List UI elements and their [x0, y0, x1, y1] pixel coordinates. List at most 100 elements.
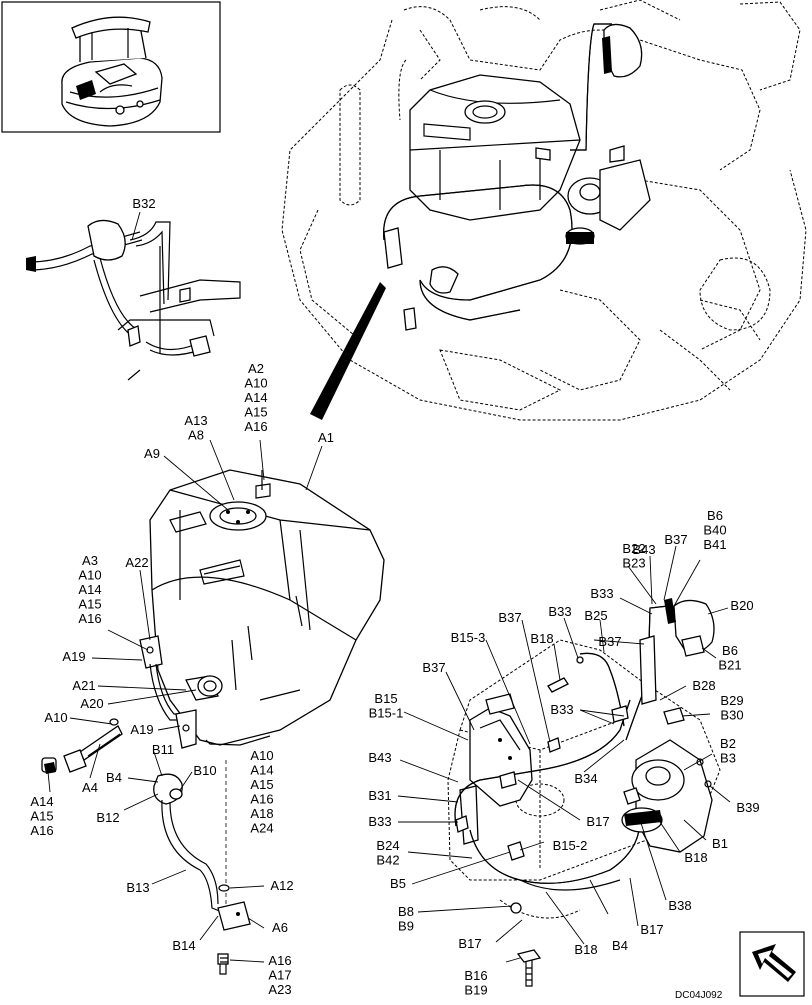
callout-b33b: B33 [548, 604, 571, 619]
callout-line: B37 [498, 610, 521, 625]
callout-line: A16 [268, 953, 291, 968]
callout-line: B11 [152, 742, 174, 757]
installed-assembly-view [281, 0, 807, 421]
overview-inset [1, 1, 221, 133]
callout-line: B13 [126, 880, 149, 895]
callout-line: A23 [268, 982, 291, 997]
callout-line: B8 [398, 904, 414, 919]
callout-b33a: B33 [590, 586, 613, 601]
callout-line: B33 [548, 604, 571, 619]
callout-a21: A21 [72, 678, 95, 693]
callout-line: B10 [193, 763, 216, 778]
callout-line: B6 [722, 643, 738, 658]
callout-line: A15 [30, 809, 53, 824]
callout-line: A9 [144, 446, 160, 461]
callout-line: A18 [250, 806, 273, 821]
callout-line: B33 [368, 814, 391, 829]
callout-b18c: B18 [574, 942, 597, 957]
callout-line: A24 [250, 821, 273, 836]
inset-machine-illustration [61, 16, 163, 127]
callout-line: B15-2 [553, 838, 588, 853]
callout-b34: B34 [574, 771, 597, 786]
callout-a4: A4 [82, 780, 98, 795]
callout-line: A1 [318, 430, 334, 445]
callout-line: A16 [78, 611, 101, 626]
callout-line: B25 [584, 608, 607, 623]
callout-a19b: A19 [130, 722, 153, 737]
callout-line: A6 [272, 920, 288, 935]
callout-b31: B31 [368, 788, 391, 803]
callout-line: A3 [82, 553, 98, 568]
callout-line: B43 [632, 542, 655, 557]
callout-b37a: B37 [664, 532, 687, 547]
callout-b37b: B37 [498, 610, 521, 625]
callout-b11: B11 [152, 742, 174, 757]
callout-b13: B13 [126, 880, 149, 895]
callout-line: B33 [550, 702, 573, 717]
callout-line: B23 [622, 556, 645, 571]
callout-line: B17 [640, 922, 663, 937]
callout-line: B6 [707, 508, 723, 523]
callout-line: B43 [368, 750, 391, 765]
callout-line: A20 [80, 696, 103, 711]
callout-b39: B39 [736, 800, 759, 815]
callout-a12: A12 [270, 878, 293, 893]
callout-line: A14 [250, 763, 273, 778]
callout-line: B15 [374, 691, 397, 706]
drawing-code: DC04J092 [675, 990, 723, 1000]
callout-line: A14 [78, 582, 101, 597]
callout-line: A13 [184, 413, 207, 428]
breather-detail-view [26, 219, 241, 381]
callout-line: B2 [720, 736, 736, 751]
callout-line: B14 [172, 938, 195, 953]
callout-line: B28 [692, 678, 715, 693]
callout-line: B16 [464, 968, 487, 983]
callout-a22: A22 [125, 555, 148, 570]
callout-b10: B10 [193, 763, 216, 778]
callout-b12: B12 [96, 810, 119, 825]
callout-a19a: A19 [62, 649, 85, 664]
callout-line: B34 [574, 771, 597, 786]
callout-a1: A1 [318, 430, 334, 445]
callout-line: B4 [612, 938, 628, 953]
hose-filter-exploded-view [447, 598, 721, 987]
callout-b14: B14 [172, 938, 195, 953]
callout-b33c: B33 [550, 702, 573, 717]
callout-line: B24 [376, 838, 399, 853]
callout-b20: B20 [730, 598, 753, 613]
callout-line: A10 [250, 748, 273, 763]
callout-b18b: B18 [684, 850, 707, 865]
callout-line: A12 [270, 878, 293, 893]
callout-b4b: B4 [612, 938, 628, 953]
callout-line: B37 [664, 532, 687, 547]
callout-line: B37 [598, 634, 621, 649]
callout-line: B5 [390, 876, 406, 891]
callout-line: B18 [574, 942, 597, 957]
callout-line: A15 [78, 597, 101, 612]
callout-line: B29 [720, 693, 743, 708]
callout-line: A10 [78, 568, 101, 583]
callout-line: A16 [30, 823, 53, 838]
callout-line: B38 [668, 898, 691, 913]
leader-lines [47, 211, 731, 963]
callout-b28: B28 [692, 678, 715, 693]
callout-line: B1 [712, 836, 728, 851]
callout-b17c: B17 [640, 922, 663, 937]
callout-line: B4 [106, 770, 122, 785]
callout-line: B9 [398, 919, 414, 934]
callout-line: B33 [590, 586, 613, 601]
callout-line: A16 [244, 419, 267, 434]
callout-b152: B15-2 [553, 838, 588, 853]
callout-line: A21 [72, 678, 95, 693]
